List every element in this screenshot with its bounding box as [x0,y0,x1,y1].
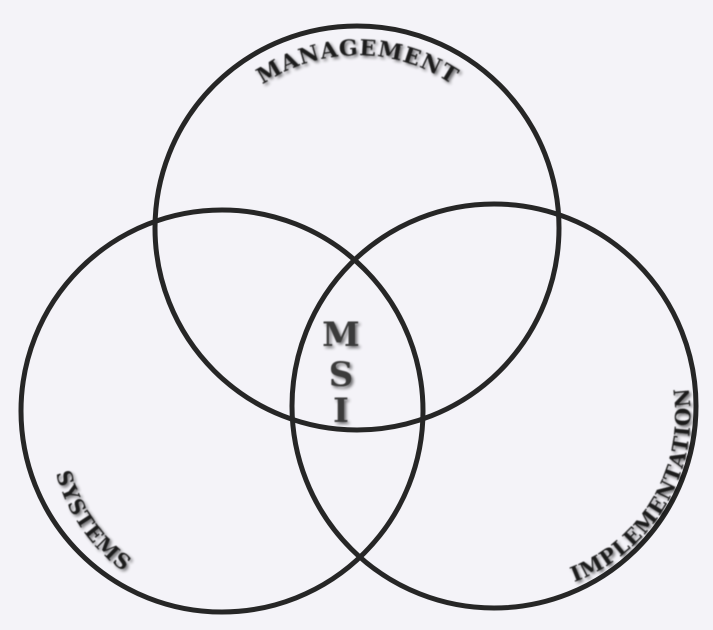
center-letter-i: I [333,391,349,431]
label-management-text: MANAGEMENT [252,35,462,90]
label-systems-text: SYSTEMS [51,467,136,576]
circle-systems [18,207,426,615]
center-intersection-label: M S I [322,315,360,431]
circle-implementation [289,201,699,611]
label-systems: SYSTEMS [51,467,137,576]
center-letter-s: S [329,355,354,395]
center-letter-m: M [322,315,360,355]
label-management: MANAGEMENT [252,35,463,90]
circle-management [152,23,562,433]
